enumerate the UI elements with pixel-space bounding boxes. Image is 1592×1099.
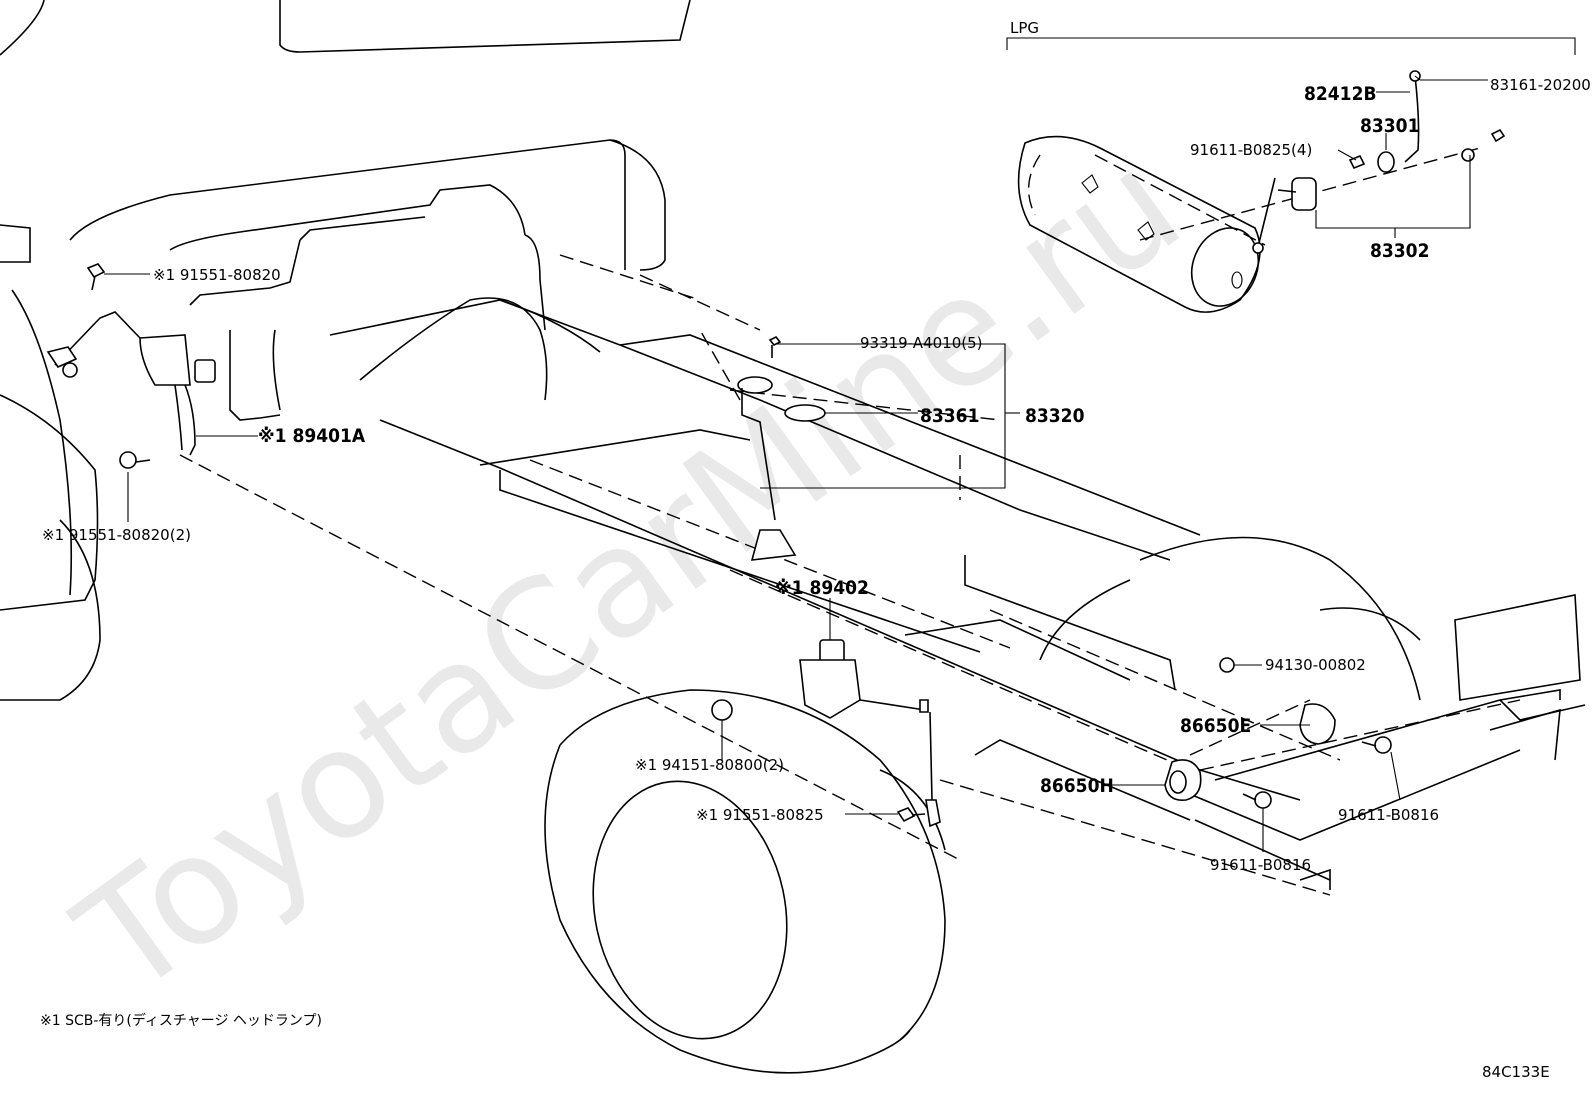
lpg-inset: LPG <box>1006 19 1591 313</box>
label-89401A: ※1 89401A <box>258 425 366 447</box>
label-91551-80825: ※1 91551-80825 <box>696 806 824 824</box>
part-labels: ※1 91551-80820 93319-A4010(5) 83361 8332… <box>42 266 1439 874</box>
label-83301: 83301 <box>1360 115 1419 137</box>
label-94130-00802: 94130-00802 <box>1265 656 1366 674</box>
front-wheel <box>544 689 946 1074</box>
lpg-tank <box>1017 135 1266 313</box>
vehicle-cab <box>0 0 691 701</box>
section-label-lpg: LPG <box>1010 19 1039 37</box>
label-89402: ※1 89402 <box>775 577 869 599</box>
label-83302: 83302 <box>1370 240 1429 262</box>
label-91611-B0816-lower: 91611-B0816 <box>1210 856 1311 874</box>
label-82412B: 82412B <box>1304 83 1377 105</box>
front-height-sensor <box>46 263 216 469</box>
watermark: ToyotaCarMine.ru <box>48 118 1211 1030</box>
label-86650E: 86650E <box>1180 715 1251 737</box>
label-91551-80820: ※1 91551-80820 <box>153 266 281 284</box>
label-86650H: 86650H <box>1040 775 1114 797</box>
label-83361: 83361 <box>920 405 979 427</box>
label-91611-B0825-4: 91611-B0825(4) <box>1190 141 1312 159</box>
label-91551-80820-2: ※1 91551-80820(2) <box>42 526 191 544</box>
fuel-sender-assembly <box>699 329 826 561</box>
vehicle-frame <box>179 254 1586 896</box>
label-91611-B0816-right: 91611-B0816 <box>1338 806 1439 824</box>
leader-lines <box>104 273 1401 852</box>
label-94151-80800-2: ※1 94151-80800(2) <box>635 756 784 774</box>
label-83320: 83320 <box>1025 405 1085 427</box>
label-93319-A4010-5: 93319-A4010(5) <box>860 334 982 352</box>
diagram-code: 84C133E <box>1482 1063 1550 1081</box>
rear-height-sensor <box>711 639 941 828</box>
label-83161-20200: 83161-20200 <box>1490 76 1591 94</box>
footnote: ※1 SCB-有り(ディスチャージ ヘッドランプ) <box>40 1012 322 1029</box>
rear-connectors <box>1164 657 1392 809</box>
